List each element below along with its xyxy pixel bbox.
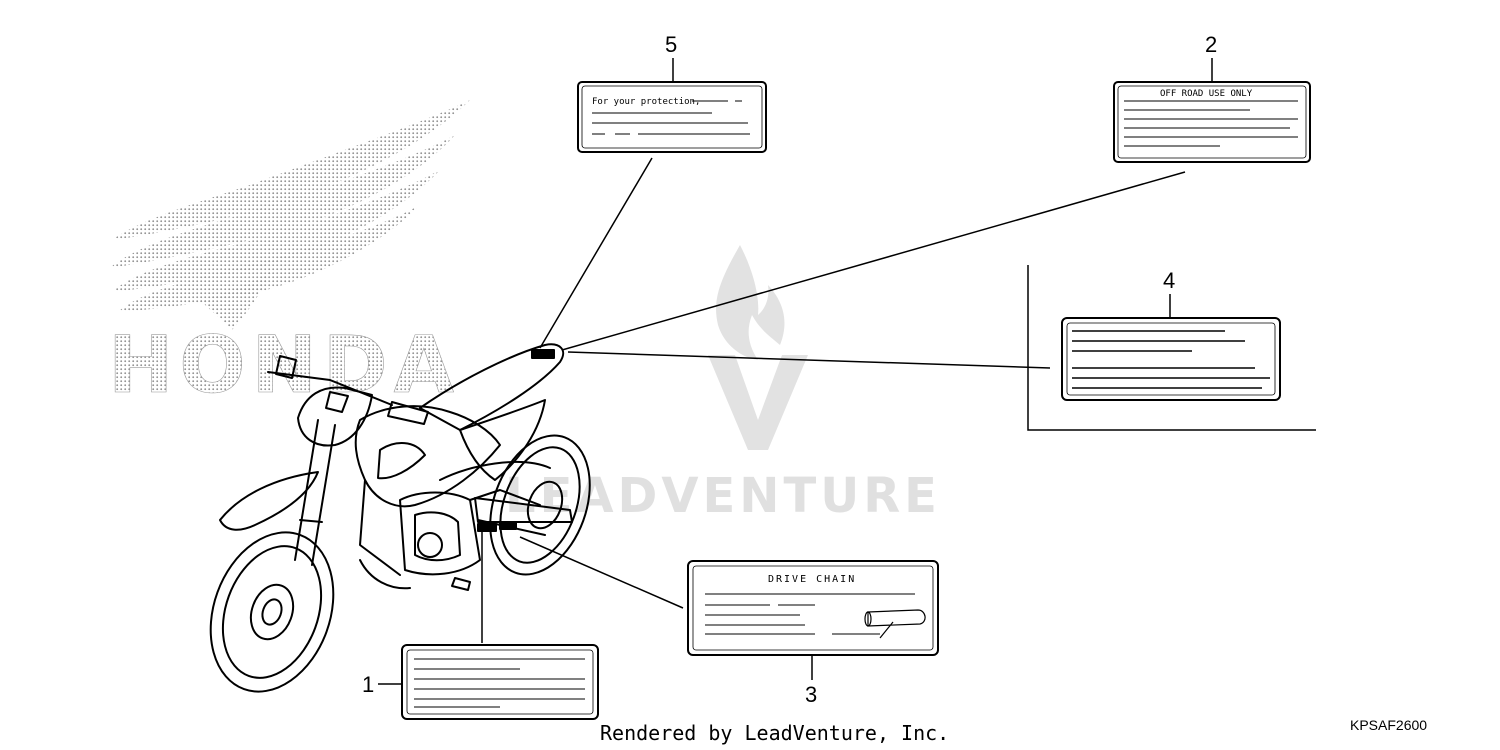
- bike-label-mark-frame-b: [499, 521, 517, 530]
- callout-3: DRIVE CHAIN 3: [687, 560, 939, 707]
- drawing-code: KPSAF2600: [1350, 717, 1427, 733]
- callout-number: 1: [362, 672, 374, 697]
- watermark-text: LEADVENTURE: [505, 468, 941, 524]
- bike-label-mark-frame-a: [477, 523, 497, 532]
- leadventure-watermark: LEADVENTURE: [505, 245, 941, 524]
- callout-number: 5: [665, 32, 677, 57]
- callout-5: 5 For your protection,: [577, 32, 767, 153]
- callout-4: 4: [1061, 268, 1281, 401]
- label-outline: [577, 81, 767, 153]
- callout-number: 3: [805, 682, 817, 707]
- label-outline: [1113, 81, 1311, 163]
- callout-number: 4: [1163, 268, 1175, 293]
- label-outline: [401, 644, 599, 720]
- v-watermark-icon: [708, 355, 808, 450]
- leader-lines: [481, 157, 1316, 643]
- honda-wordmark-text: HONDA: [108, 321, 460, 411]
- callout-2: 2 OFF ROAD USE ONLY: [1113, 32, 1311, 163]
- honda-wordmark: HONDA: [108, 321, 460, 412]
- dirt-bike-illustration: [209, 343, 591, 693]
- honda-wing-logo: [110, 100, 470, 330]
- callout-1: 1: [362, 644, 599, 720]
- render-credit: Rendered by LeadVenture, Inc.: [600, 721, 949, 745]
- label-outline: [1061, 317, 1281, 401]
- flame-watermark-icon: [716, 245, 785, 360]
- label-outline: [687, 560, 939, 656]
- label-text: OFF ROAD USE ONLY: [1160, 89, 1253, 99]
- bike-label-mark-seat: [531, 349, 555, 359]
- chain-adjust-icon: [864, 609, 926, 639]
- callout-number: 2: [1205, 32, 1217, 57]
- label-text: DRIVE CHAIN: [768, 574, 856, 585]
- label-text: For your protection,: [592, 97, 700, 107]
